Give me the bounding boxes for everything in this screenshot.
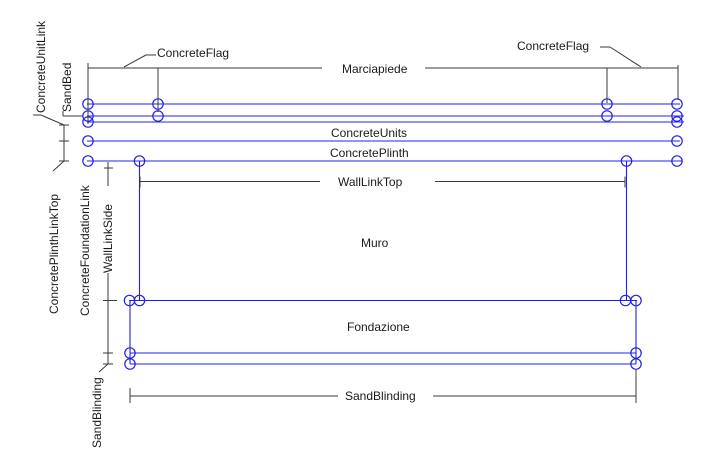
label-wall-link-side: WallLinkSide (101, 204, 115, 273)
joint-circle (82, 135, 94, 147)
joint-circle (630, 294, 642, 307)
joint-circle (630, 358, 642, 370)
label-concrete-foundation-link: ConcreteFoundationLink (78, 185, 92, 316)
leader-line (52, 160, 65, 172)
leader-concrete-plinth-link-top (52, 160, 65, 172)
joint-circle (133, 294, 146, 307)
dimension-wall-link-top (139, 176, 626, 188)
joint-circle (620, 155, 633, 167)
label-concrete-unit-link: ConcreteUnitLink (34, 20, 48, 113)
leader-line (609, 46, 642, 68)
label-concrete-units: ConcreteUnits (331, 126, 408, 140)
joint-circle (671, 116, 683, 128)
leader-concrete-flag-left (123, 54, 156, 68)
joint-circle (133, 155, 146, 167)
leader-line (40, 114, 65, 126)
dimension-marciapiede (87, 63, 679, 124)
leader-sand-bed (62, 111, 83, 117)
label-sand-blinding-left: SandBlinding (90, 377, 104, 448)
label-wall-link-top: WallLinkTop (338, 175, 403, 189)
label-marciapiede: Marciapiede (342, 62, 408, 76)
leader-concrete-flag-right (600, 46, 642, 68)
joint-circle (124, 358, 136, 370)
joint-circle (82, 155, 94, 167)
label-sand-blinding-bottom: SandBlinding (345, 389, 416, 403)
label-concrete-plinth-link-top: ConcretePlinthLinkTop (47, 193, 61, 314)
leader-sand-blinding-left (98, 363, 109, 373)
foundation-outline (129, 299, 637, 365)
joint-circle (671, 110, 683, 122)
leader-line (123, 54, 147, 68)
joint-circle (671, 155, 683, 167)
label-concrete-plinth: ConcretePlinth (330, 146, 409, 160)
joint-circle (671, 135, 683, 147)
joint-circle (630, 347, 642, 359)
layer-lines (87, 103, 684, 162)
joint-circle (124, 347, 136, 359)
joint-circle (601, 110, 613, 122)
joint-circle (671, 98, 683, 110)
dimension-sand-blinding (129, 370, 637, 403)
label-muro: Muro (361, 236, 389, 250)
label-concrete-flag-left: ConcreteFlag (157, 46, 230, 60)
label-fondazione: Fondazione (347, 320, 410, 334)
leader-line (98, 363, 109, 373)
link-bracket (59, 124, 69, 162)
label-sand-bed: SandBed (60, 62, 74, 112)
leader-concrete-unit-link (33, 114, 65, 126)
label-concrete-flag-right: ConcreteFlag (517, 39, 590, 53)
